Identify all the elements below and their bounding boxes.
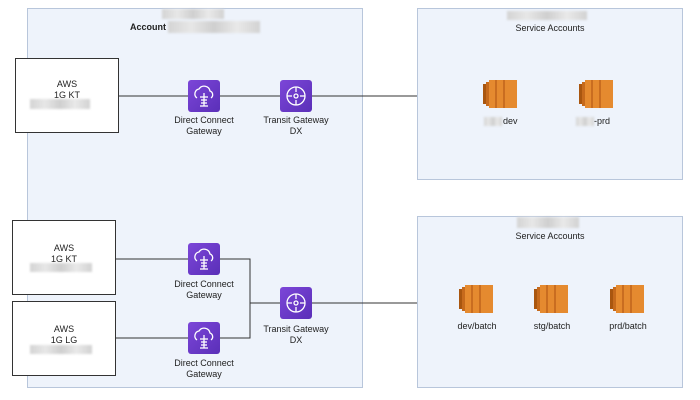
dx-gateway-1-line2: Gateway — [186, 126, 222, 136]
aws-connection-1-provider: AWS — [56, 79, 78, 89]
account-id-redacted — [162, 9, 224, 19]
transit-gateway-1-line1: Transit Gateway — [263, 115, 329, 125]
instance-dev-batch-label: dev/batch — [457, 321, 497, 331]
instance-prd-batch-label: prd/batch — [609, 321, 647, 331]
transit-gateway-1-label: Transit Gateway DX — [256, 115, 336, 137]
dx-gateway-2-line2: Gateway — [186, 290, 222, 300]
dx-gateway-2-line1: Direct Connect — [174, 279, 234, 289]
service-group-top-title: Service Accounts — [515, 23, 585, 33]
ec2-instance-icon — [534, 283, 570, 315]
instance-prd-redacted — [576, 117, 594, 126]
connection-2-redacted — [30, 263, 92, 272]
direct-connect-gateway-icon — [188, 322, 220, 354]
dx-gateway-1-label: Direct Connect Gateway — [164, 115, 244, 137]
direct-connect-gateway-icon — [188, 80, 220, 112]
transit-gateway-icon — [280, 287, 312, 319]
ec2-instance-icon — [610, 283, 646, 315]
dx-gateway-3-line1: Direct Connect — [174, 358, 234, 368]
account-label: Account — [130, 22, 166, 32]
transit-gateway-icon — [280, 80, 312, 112]
direct-connect-gateway-icon — [188, 243, 220, 275]
transit-gateway-2-line2: DX — [289, 335, 303, 345]
aws-connection-2-provider: AWS — [53, 243, 75, 253]
aws-connection-1-bandwidth: 1G KT — [53, 90, 80, 100]
aws-connection-box-3: AWS 1G LG — [12, 301, 116, 376]
aws-connection-3-provider: AWS — [53, 324, 75, 334]
instance-dev-label: dev — [503, 116, 518, 126]
aws-connection-box-2: AWS 1G KT — [12, 220, 116, 295]
instance-prd-label: -prd — [594, 116, 611, 126]
service-group-bottom-redacted — [517, 217, 579, 228]
service-accounts-group-top — [417, 8, 683, 180]
ec2-instance-icon — [579, 78, 615, 110]
connection-1-redacted — [30, 99, 90, 109]
aws-connection-2-bandwidth: 1G KT — [50, 254, 77, 264]
dx-gateway-1-line1: Direct Connect — [174, 115, 234, 125]
ec2-instance-icon — [459, 283, 495, 315]
dx-gateway-3-label: Direct Connect Gateway — [164, 358, 244, 380]
connection-3-redacted — [30, 345, 92, 354]
aws-connection-3-bandwidth: 1G LG — [50, 335, 78, 345]
transit-gateway-1-line2: DX — [289, 126, 303, 136]
account-name-redacted — [168, 21, 260, 33]
instance-stg-batch-label: stg/batch — [533, 321, 571, 331]
ec2-instance-icon — [483, 78, 519, 110]
service-group-top-redacted — [507, 11, 587, 20]
service-group-bottom-title: Service Accounts — [515, 231, 585, 241]
aws-connection-box-1: AWS 1G KT — [15, 58, 119, 133]
dx-gateway-3-line2: Gateway — [186, 369, 222, 379]
transit-gateway-2-line1: Transit Gateway — [263, 324, 329, 334]
transit-gateway-2-label: Transit Gateway DX — [256, 324, 336, 346]
dx-gateway-2-label: Direct Connect Gateway — [164, 279, 244, 301]
instance-dev-redacted — [484, 117, 502, 126]
